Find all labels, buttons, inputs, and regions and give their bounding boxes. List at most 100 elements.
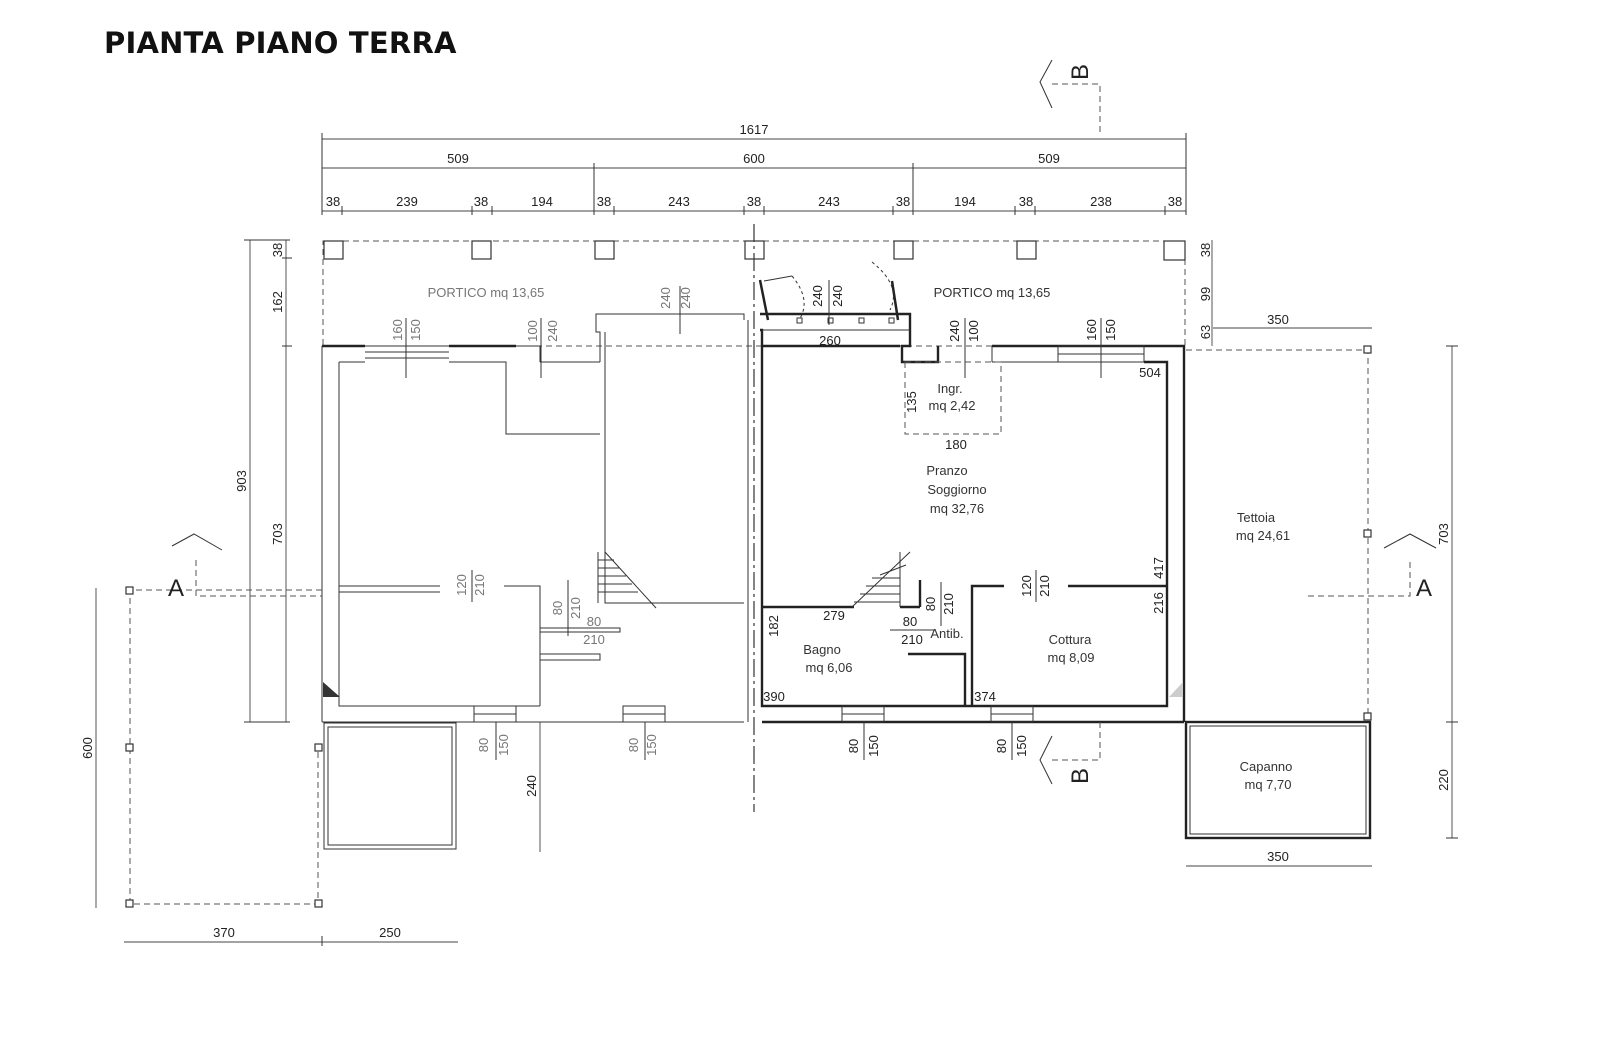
opening-dim: 240 [947, 320, 962, 342]
dim-seg-6: 243 [668, 194, 690, 209]
opening-dim: 80 [587, 614, 601, 629]
pillar [323, 240, 344, 260]
opening-dim: 80 [846, 739, 861, 753]
dim-total-depth: 903 [234, 470, 249, 492]
page-title: PIANTA PIANO TERRA [104, 26, 457, 60]
dim-seg-9: 38 [896, 194, 910, 209]
opening-dim: 80 [994, 739, 1009, 753]
dim-annex-240: 240 [524, 775, 539, 797]
pillar [594, 240, 615, 260]
opening-dim: 150 [1103, 319, 1118, 341]
left-dimensions: 903 38 162 703 [234, 239, 292, 723]
opening-dim: 150 [866, 735, 881, 757]
room-capanno-name: Capanno [1240, 759, 1293, 774]
dim-seg-12: 238 [1090, 194, 1112, 209]
opening-dim: 150 [408, 319, 423, 341]
opening-dim: 240 [830, 285, 845, 307]
left-annex: 600 370 250 240 [80, 586, 541, 946]
opening-dim: 100 [525, 320, 540, 342]
dim-right-d5: 220 [1436, 769, 1451, 791]
opening-dim: 210 [583, 632, 605, 647]
room-portico-right: PORTICO mq 13,65 [934, 285, 1051, 300]
tettoia-capanno: 350 38 99 63 Tettoia mq 24,61 703 220 Ca… [1184, 240, 1458, 867]
opening-dim: 150 [644, 734, 659, 756]
dim-seg-7: 38 [747, 194, 761, 209]
section-b-top: B [1067, 64, 1094, 80]
dim-right-width: 509 [1038, 151, 1060, 166]
opening-dim: 210 [1037, 575, 1052, 597]
entrance-doors [758, 261, 900, 324]
dim-seg-2: 239 [396, 194, 418, 209]
dim-right-d3: 63 [1198, 325, 1213, 339]
pillar [471, 240, 492, 260]
room-portico-left: PORTICO mq 13,65 [428, 285, 545, 300]
dim-seg-3: 38 [474, 194, 488, 209]
dim-seg-10: 194 [954, 194, 976, 209]
opening-dim: 504 [1139, 365, 1161, 380]
pillar [893, 240, 914, 260]
room-cottura-name: Cottura [1049, 632, 1092, 647]
room-cottura-area: mq 8,09 [1048, 650, 1095, 665]
section-a-left: A [168, 575, 184, 602]
room-bagno-name: Bagno [803, 642, 841, 657]
room-capanno-area: mq 7,70 [1245, 777, 1292, 792]
room-tettoia-area: mq 24,61 [1236, 528, 1290, 543]
dim-capanno-width: 350 [1267, 849, 1289, 864]
opening-dim: 120 [454, 574, 469, 596]
dim-depth-bottom: 703 [270, 523, 285, 545]
opening-dim: 216 [1151, 592, 1166, 614]
opening-dim: 180 [945, 437, 967, 452]
opening-dim: 80 [903, 614, 917, 629]
opening-dim: 160 [1084, 319, 1099, 341]
dim-tettoia-width: 350 [1267, 312, 1289, 327]
dim-seg-11: 38 [1019, 194, 1033, 209]
dim-right-d1: 38 [1198, 243, 1213, 257]
opening-dim: 210 [472, 574, 487, 596]
stair-left [597, 551, 657, 609]
opening-dim: 210 [568, 597, 583, 619]
dim-right-d2: 99 [1198, 287, 1213, 301]
pillar [1016, 240, 1037, 260]
opening-dim: 100 [966, 320, 981, 342]
opening-dim: 135 [904, 391, 919, 413]
opening-dim: 240 [658, 287, 673, 309]
dim-annex-height: 600 [80, 737, 95, 759]
section-b-bottom: B [1067, 768, 1094, 784]
dim-right-d4: 703 [1436, 523, 1451, 545]
opening-dim: 374 [974, 689, 996, 704]
room-antibagno: Antib. [930, 626, 963, 641]
opening-dim: 80 [476, 738, 491, 752]
top-dimensions: 1617 509 600 509 38 239 38 194 38 243 38… [321, 122, 1187, 215]
opening-dim: 80 [626, 738, 641, 752]
opening-dim: 240 [545, 320, 560, 342]
section-a-right: A [1416, 575, 1432, 602]
pillar [1163, 240, 1186, 261]
room-soggiorno-area: mq 32,76 [930, 501, 984, 516]
dim-annex-w2: 250 [379, 925, 401, 940]
room-ingresso-name: Ingr. [937, 381, 962, 396]
opening-dim: 240 [678, 287, 693, 309]
opening-dim: 390 [763, 689, 785, 704]
dim-seg-4: 194 [531, 194, 553, 209]
room-soggiorno-line2: Soggiorno [927, 482, 986, 497]
stair-right [851, 551, 911, 608]
opening-dim: 210 [901, 632, 923, 647]
opening-dim: 80 [550, 601, 565, 615]
opening-dim: 210 [941, 593, 956, 615]
room-soggiorno-line1: Pranzo [926, 463, 967, 478]
opening-dim: 160 [390, 319, 405, 341]
opening-dim: 120 [1019, 575, 1034, 597]
dim-annex-w1: 370 [213, 925, 235, 940]
opening-dim: 260 [819, 333, 841, 348]
right-unit: 240 240 260 240 100 Ingr. mq 2,42 135 18… [758, 261, 1186, 760]
dim-depth-top2: 162 [270, 291, 285, 313]
opening-dim: 417 [1151, 557, 1166, 579]
opening-dim: 150 [1014, 735, 1029, 757]
dim-seg-1: 38 [326, 194, 340, 209]
dim-seg-13: 38 [1168, 194, 1182, 209]
dim-seg-5: 38 [597, 194, 611, 209]
opening-dim: 80 [923, 597, 938, 611]
opening-dim: 150 [496, 734, 511, 756]
